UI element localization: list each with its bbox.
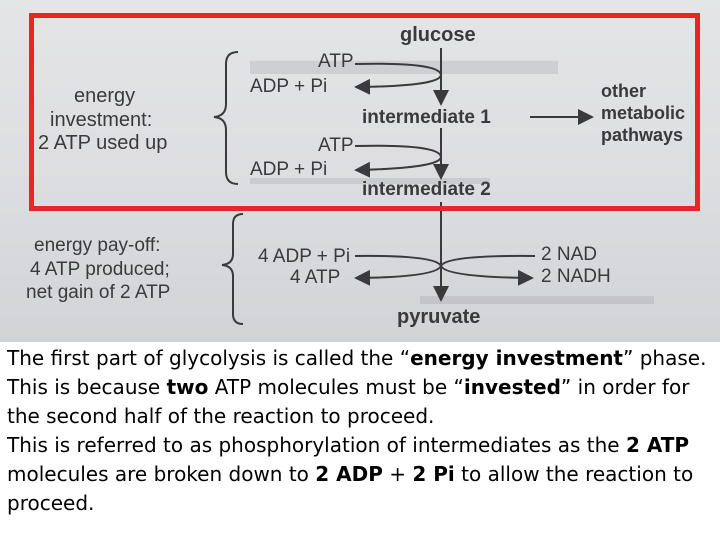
pyruvate-label: pyruvate bbox=[397, 306, 481, 328]
glucose-label: glucose bbox=[400, 24, 476, 46]
caption-bold-run: 2 ATP bbox=[625, 433, 690, 457]
ghost-bleed-1: ▬▬▬▬▬▬▬ bbox=[250, 35, 558, 84]
diagram-arrows bbox=[213, 48, 594, 325]
caption-run: This is referred to as phosphorylation o… bbox=[7, 433, 626, 457]
atp-curve-1 bbox=[354, 62, 443, 95]
adp-label-2: ADP + Pi bbox=[250, 159, 328, 180]
caption-paragraph-1: The first part of glycolysis is called t… bbox=[7, 344, 717, 431]
nad-curve bbox=[439, 254, 536, 286]
other-label-1: other bbox=[601, 81, 646, 101]
caption-text: The first part of glycolysis is called t… bbox=[7, 344, 717, 518]
caption-run: ATP molecules must be “ bbox=[208, 375, 464, 399]
adp-label-1: ADP + Pi bbox=[250, 76, 328, 97]
caption-run: The first part of glycolysis is called t… bbox=[7, 346, 411, 370]
payoff-label-3: net gain of 2 ATP bbox=[26, 282, 171, 303]
intermediate-1-label: intermediate 1 bbox=[362, 107, 491, 128]
caption-run: molecules are broken down to bbox=[7, 462, 316, 486]
caption-bold-run: 2 ADP bbox=[315, 462, 383, 486]
ghost-bleed-3: ▬▬▬▬▬▬▬▬▬ bbox=[420, 280, 654, 310]
caption-bold-run: two bbox=[166, 375, 209, 399]
caption-paragraph-2: This is referred to as phosphorylation o… bbox=[7, 431, 717, 518]
caption-bold-run: invested bbox=[463, 375, 561, 399]
investment-brace bbox=[213, 51, 239, 185]
caption-run: + bbox=[382, 462, 413, 486]
diagram-photo: ▬▬▬▬▬▬▬ ▬▬▬▬▬▬▬▬▬▬▬▬ ▬▬▬▬▬▬▬▬▬ bbox=[0, 0, 720, 342]
payoff-label-1: energy pay-off: bbox=[34, 235, 161, 256]
caption-run: ” in order for the second half of the re… bbox=[7, 375, 690, 428]
atp-label-2: ATP bbox=[318, 135, 354, 156]
payoff-label-2: 4 ATP produced; bbox=[30, 259, 170, 280]
caption-run: ” phase. This is because bbox=[7, 346, 707, 399]
caption-bold-run: energy investment bbox=[410, 346, 623, 370]
investment-label-3: 2 ATP used up bbox=[38, 132, 168, 154]
intermediate-2-label: intermediate 2 bbox=[362, 179, 491, 200]
investment-label-2: investment: bbox=[50, 109, 153, 131]
nadh-label: 2 NADH bbox=[541, 266, 611, 287]
payoff-brace bbox=[221, 213, 244, 325]
atp-curve-2 bbox=[354, 144, 443, 178]
investment-label-1: energy bbox=[74, 85, 136, 107]
atp-label-1: ATP bbox=[318, 51, 354, 72]
payoff-adp-label: 4 ADP + Pi bbox=[258, 246, 351, 267]
other-label-3: pathways bbox=[601, 125, 684, 145]
other-label-2: metabolic bbox=[601, 103, 686, 123]
highlight-frame bbox=[29, 13, 700, 211]
payoff-curve bbox=[354, 254, 443, 286]
ghost-bleed-2: ▬▬▬▬▬▬▬▬▬▬▬▬ bbox=[250, 167, 490, 189]
payoff-atp-label: 4 ATP bbox=[290, 267, 341, 288]
nad-label: 2 NAD bbox=[541, 244, 597, 265]
caption-bold-run: 2 Pi bbox=[412, 462, 455, 486]
caption-run: to allow the reaction to proceed. bbox=[7, 462, 694, 515]
